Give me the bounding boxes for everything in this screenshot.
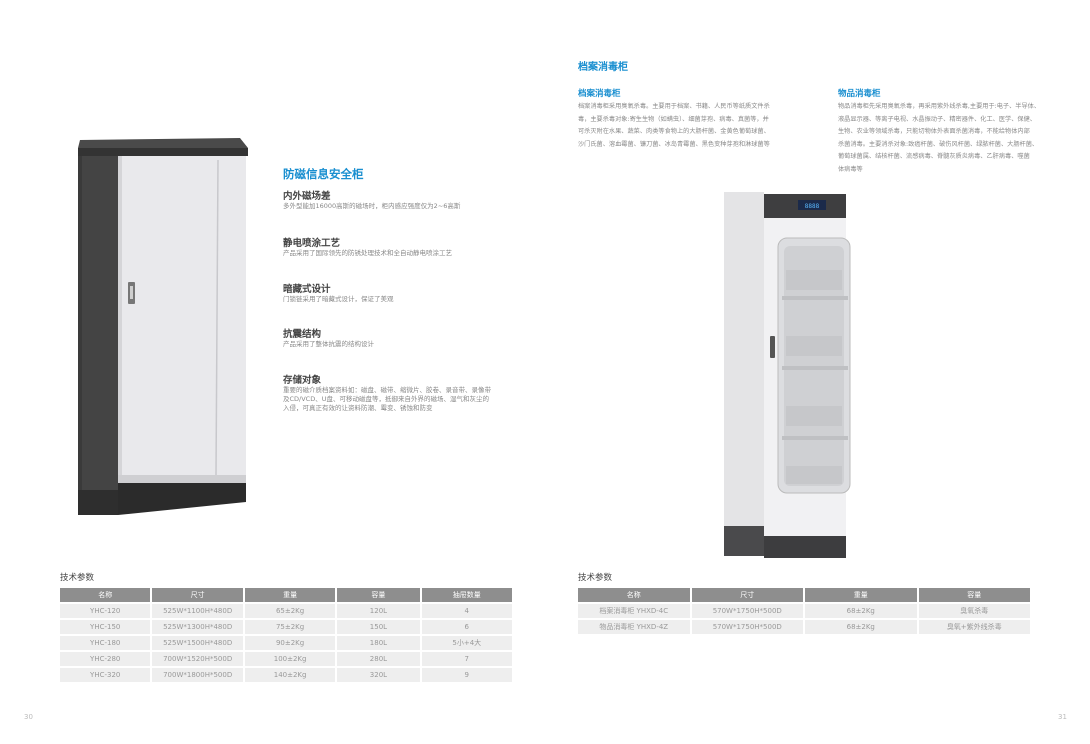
table-cell: YHC-120 — [60, 604, 151, 618]
column-header: 名称 — [60, 588, 151, 602]
table-cell: 700W*1520H*500D — [152, 652, 243, 666]
column-header: 抽屉数量 — [421, 588, 512, 602]
table-cell: 6 — [421, 620, 512, 634]
feature-text: 产品采用了国际领先的防锈处理技术和全自动静电喷涂工艺 — [283, 249, 452, 257]
table-header-row: 名称 尺寸 重量 容量 — [578, 588, 1030, 602]
table-cell: 臭氧杀毒 — [918, 604, 1030, 618]
magnetic-cabinet-image — [78, 138, 248, 515]
feature-heading: 内外磁场差 — [283, 191, 331, 202]
column-header: 重量 — [805, 588, 917, 602]
table-cell: 4 — [421, 604, 512, 618]
item-cabinet-description: 物品消毒柜先采用臭氧杀毒，再采用紫外线杀毒,主要用于:电子、半导体、 液晶显示器… — [838, 101, 1070, 176]
column-header: 尺寸 — [152, 588, 243, 602]
left-table-label: 技术参数 — [60, 573, 95, 583]
page-number-right: 31 — [1058, 713, 1067, 721]
table-row: YHC-280 700W*1520H*500D 100±2Kg 280L 7 — [60, 652, 512, 666]
feature-heading: 静电喷涂工艺 — [283, 238, 341, 249]
table-row: 档案消毒柜 YHXD-4C 570W*1750H*500D 68±2Kg 臭氧杀… — [578, 604, 1030, 618]
feature-item: 静电喷涂工艺 产品采用了国际领先的防锈处理技术和全自动静电喷涂工艺 — [283, 235, 503, 258]
left-spec-table: 名称 尺寸 重量 容量 抽屉数量 YHC-120 525W*1100H*480D… — [58, 586, 514, 684]
feature-text: 门锁链采用了暗藏式设计，保证了美观 — [283, 295, 394, 303]
table-cell: 320L — [337, 668, 420, 682]
cabinet-display-readout: 8888 — [805, 203, 820, 210]
paragraph-line: 生物、农业等领域杀毒，只能切物体外表面杀菌消毒，不能给物体内部 — [838, 128, 1030, 135]
paragraph-line: 液晶显示器、等离子电视、水晶振动子、精密器件、化工、医学、保健、 — [838, 115, 1036, 123]
table-header-row: 名称 尺寸 重量 容量 抽屉数量 — [60, 588, 512, 602]
column-header: 容量 — [337, 588, 420, 602]
table-cell: 68±2Kg — [805, 620, 917, 634]
table-cell: YHC-280 — [60, 652, 151, 666]
feature-heading: 暗藏式设计 — [283, 284, 331, 295]
table-cell: 5小+4大 — [421, 636, 512, 650]
table-cell: 570W*1750H*500D — [691, 604, 803, 618]
feature-text: 产品采用了整体抗震的结构设计 — [283, 340, 374, 348]
paragraph-line: 物品消毒柜先采用臭氧杀毒，再采用紫外线杀毒,主要用于:电子、半导体、 — [838, 103, 1041, 110]
table-row: YHC-180 525W*1500H*480D 90±2Kg 180L 5小+4… — [60, 636, 512, 650]
disinfection-cabinet-image: 8888 — [724, 192, 851, 558]
feature-item: 暗藏式设计 门锁链采用了暗藏式设计，保证了美观 — [283, 281, 503, 304]
table-cell: YHC-180 — [60, 636, 151, 650]
table-cell: 570W*1750H*500D — [691, 620, 803, 634]
column-header: 容量 — [918, 588, 1030, 602]
table-cell: 525W*1500H*480D — [152, 636, 243, 650]
paragraph-line: 葡萄球菌属、结核杆菌、流感病毒、脊髓灰质炎病毒、乙肝病毒、噬菌 — [838, 153, 1030, 160]
table-cell: 65±2Kg — [244, 604, 336, 618]
archive-cabinet-subtitle: 档案消毒柜 — [578, 89, 621, 99]
paragraph-line: 沙门氏菌、溶血霉菌、镰刀菌、冰岛青霉菌、黑色变种芽孢和淋球菌等 — [578, 140, 770, 148]
paragraph-line: 体病毒等 — [838, 165, 863, 173]
paragraph-line: 档案消毒柜采用臭氧杀毒。主要用于档案、书籍、人民币等纸质文件杀 — [578, 103, 770, 110]
table-row: YHC-150 525W*1300H*480D 75±2Kg 150L 6 — [60, 620, 512, 634]
feature-heading: 存储对象 — [283, 375, 322, 386]
table-cell: 物品消毒柜 YHXD-4Z — [578, 620, 690, 634]
paragraph-line: 可杀灭附在水果、蔬菜、肉类等食物上的大肠杆菌、金黄色葡萄球菌、 — [578, 128, 770, 135]
table-cell: 525W*1300H*480D — [152, 620, 243, 634]
right-table-label: 技术参数 — [578, 573, 613, 583]
right-spec-table: 名称 尺寸 重量 容量 档案消毒柜 YHXD-4C 570W*1750H*500… — [576, 586, 1032, 636]
table-cell: 9 — [421, 668, 512, 682]
column-header: 重量 — [244, 588, 336, 602]
table-cell: 525W*1100H*480D — [152, 604, 243, 618]
table-cell: YHC-320 — [60, 668, 151, 682]
table-cell: 700W*1800H*500D — [152, 668, 243, 682]
feature-item: 内外磁场差 多外型能加16000高斯的磁场时，柜内感应强度仅为2~6高斯 — [283, 188, 503, 211]
table-cell: 90±2Kg — [244, 636, 336, 650]
feature-heading: 抗震结构 — [283, 329, 322, 340]
table-cell: 150L — [337, 620, 420, 634]
column-header: 名称 — [578, 588, 690, 602]
table-cell: 75±2Kg — [244, 620, 336, 634]
table-cell: 7 — [421, 652, 512, 666]
right-section-title: 档案消毒柜 — [578, 62, 628, 73]
table-cell: 档案消毒柜 YHXD-4C — [578, 604, 690, 618]
left-section-title: 防磁信息安全柜 — [283, 167, 364, 181]
table-cell: 100±2Kg — [244, 652, 336, 666]
table-row: YHC-320 700W*1800H*500D 140±2Kg 320L 9 — [60, 668, 512, 682]
table-cell: 68±2Kg — [805, 604, 917, 618]
table-cell: 180L — [337, 636, 420, 650]
table-cell: 140±2Kg — [244, 668, 336, 682]
archive-cabinet-description: 档案消毒柜采用臭氧杀毒。主要用于档案、书籍、人民币等纸质文件杀 毒，主要杀毒对象… — [578, 101, 810, 151]
table-row: YHC-120 525W*1100H*480D 65±2Kg 120L 4 — [60, 604, 512, 618]
feature-text: 重要的磁介质档案资料如：磁盘、磁带、缩微片、胶卷、录音带、录像带及CD/VCD、… — [283, 386, 491, 412]
column-header: 尺寸 — [691, 588, 803, 602]
feature-item: 抗震结构 产品采用了整体抗震的结构设计 — [283, 326, 503, 349]
table-row: 物品消毒柜 YHXD-4Z 570W*1750H*500D 68±2Kg 臭氧+… — [578, 620, 1030, 634]
item-cabinet-subtitle: 物品消毒柜 — [838, 89, 881, 99]
paragraph-line: 杀菌消毒。主要消杀对象:致癌杆菌、破伤风杆菌、绿脓杆菌、大肠杆菌、 — [838, 140, 1039, 148]
feature-text: 多外型能加16000高斯的磁场时，柜内感应强度仅为2~6高斯 — [283, 202, 461, 210]
table-cell: 280L — [337, 652, 420, 666]
table-cell: YHC-150 — [60, 620, 151, 634]
table-cell: 120L — [337, 604, 420, 618]
table-cell: 臭氧+紫外线杀毒 — [918, 620, 1030, 634]
page-number-left: 30 — [24, 713, 33, 721]
paragraph-line: 毒，主要杀毒对象:寄生生物（如螨虫）、细菌芽孢、病毒、真菌等，并 — [578, 115, 769, 123]
feature-item: 存储对象 重要的磁介质档案资料如：磁盘、磁带、缩微片、胶卷、录音带、录像带及CD… — [283, 372, 493, 413]
